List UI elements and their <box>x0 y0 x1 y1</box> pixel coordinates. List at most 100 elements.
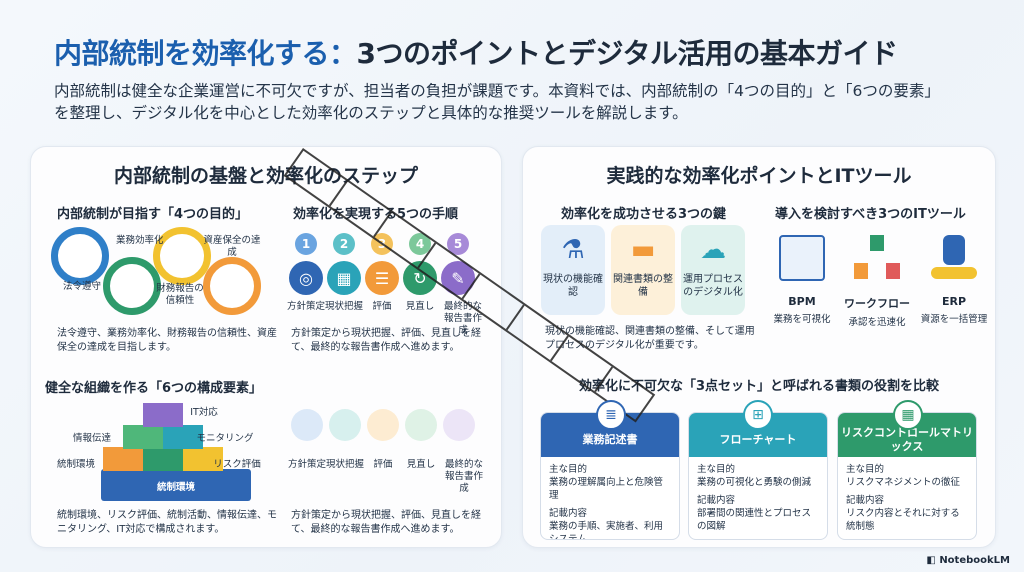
card-title: フローチャート <box>689 413 827 457</box>
card-content-label: 記載内容 <box>549 508 588 519</box>
tool-erp: ERP 資源を一括管理 <box>919 235 989 325</box>
key-label: 運用プロセスのデジタル化 <box>683 274 743 298</box>
key-card: ▬ 関連書類の整備 <box>611 225 675 315</box>
database-icon <box>931 235 977 281</box>
purpose-label: 法令遵守 <box>62 281 101 292</box>
gear-clock-icon <box>103 257 161 315</box>
tool-bpm: BPM 業務を可視化 <box>771 235 833 325</box>
card-content: 部署間の関連性とプロセスの図解 <box>697 508 812 532</box>
step-label: 方針策定 <box>287 459 326 470</box>
tool-name: ERP <box>941 295 967 308</box>
card-purpose: リスクマネジメントの徹征 <box>846 477 961 488</box>
workflow-icon <box>854 235 900 281</box>
step-label: 現状把握 <box>325 459 364 470</box>
target-icon: ◎ <box>289 261 323 295</box>
cube-yellow <box>183 447 223 471</box>
card-content: リスク内容とそれに対する統制態 <box>846 508 960 532</box>
key-card: ⚗ 現状の機能確認 <box>541 225 605 315</box>
right-panel-title: 実践的な効率化ポイントとITツール <box>606 165 912 187</box>
chart-magnifier-icon <box>153 227 211 285</box>
card-content-label: 記載内容 <box>697 495 736 506</box>
element-label: IT対応 <box>190 407 218 418</box>
steps2-desc: 方針策定から現状把握、評価、見直しを経て、最終的な報告書作成へ進めます。 <box>291 510 481 535</box>
step-label: 方針策定 <box>286 301 325 312</box>
report-icon <box>443 409 475 441</box>
left-panel-title: 内部統制の基盤と効率化のステップ <box>113 165 418 187</box>
card-content-label: 記載内容 <box>846 495 885 506</box>
folder-icon: ▬ <box>630 235 656 265</box>
card-purpose-label: 主な目的 <box>846 464 885 475</box>
map-icon: ▦ <box>327 261 361 295</box>
step-label: 最終的な報告書作成 <box>443 301 482 336</box>
step-label: 評価 <box>372 301 392 312</box>
card-purpose: 業務の可視化と勇験の側減 <box>697 477 812 488</box>
step-label: 見直し <box>406 459 436 470</box>
safe-icon <box>203 257 261 315</box>
cube-base <box>101 469 251 501</box>
keys-title: 効率化を成功させる3つの鍵 <box>561 207 727 222</box>
key-label: 関連書類の整備 <box>613 274 673 298</box>
keys-desc: 現状の機能確認、関連書類の整備、そして運用プロセスのデジタル化が重要です。 <box>545 326 755 351</box>
title-rest: 3つのポイントとデジタル活用の基本ガイド <box>356 37 898 70</box>
shield-document-icon <box>51 227 109 285</box>
card-content: 業務の手順、実施者、利用システム <box>549 521 664 540</box>
step-number: 1 <box>295 233 317 255</box>
checklist-icon: ☰ <box>365 261 399 295</box>
tools-title: 導入を検討すべき3つのITツール <box>775 207 966 222</box>
element-label: 統制環境 <box>56 459 95 470</box>
element-base-label: 統制環境 <box>156 482 195 493</box>
cube-green <box>143 447 183 471</box>
map-icon <box>329 409 361 441</box>
tool-name: BPM <box>788 295 816 308</box>
purpose-label: 財務報告の信頼性 <box>156 283 204 306</box>
brand-label: NotebookLM <box>939 555 1010 566</box>
left-panel: 内部統制の基盤と効率化のステップ 内部統制が目指す「4つの目的」 業務効率化 資… <box>30 146 502 548</box>
tool-sub: 資源を一括管理 <box>920 314 988 325</box>
compare-card: フローチャート 主な目的 業務の可視化と勇験の側減 記載内容 部署間の関連性とプ… <box>688 412 828 540</box>
tool-sub: 承認を迅速化 <box>848 317 906 328</box>
step-label: 最終的な報告書作成 <box>444 459 483 494</box>
step-label: 見直し <box>405 301 435 312</box>
notebook-icon: ◧ <box>926 555 940 566</box>
intro-text: 内部統制は健全な企業運営に不可欠ですが、担当者の負担が課題です。本資料では、内部… <box>54 82 940 122</box>
tool-sub: 業務を可視化 <box>773 314 831 325</box>
steps-desc: 方針策定から現状把握、評価、見直しを経て、最終的な報告書作成へ進めます。 <box>291 328 481 353</box>
flowchart-icon <box>779 235 825 281</box>
page-title: 内部統制を効率化する：3つのポイントとデジタル活用の基本ガイド <box>54 32 898 72</box>
footer-brand: ◧ NotebookLM <box>926 555 1010 566</box>
compare-card: 業務記述書 主な目的 業務の理解属向上と危険管理 記載内容 業務の手順、実施者、… <box>540 412 680 540</box>
flowchart-icon: ⊞ <box>743 400 773 430</box>
tool-name: ワークフロー <box>844 297 910 310</box>
step-number: 3 <box>371 233 393 255</box>
cube-teal <box>163 425 203 449</box>
element-label: モニタリング <box>196 433 254 444</box>
step-number: 2 <box>333 233 355 255</box>
step-label: 現状把握 <box>324 301 363 312</box>
card-purpose-label: 主な目的 <box>697 464 736 475</box>
tool-workflow: ワークフロー 承認を迅速化 <box>841 235 913 328</box>
cube-green-top <box>123 425 163 449</box>
cube-orange <box>103 447 143 471</box>
elements-desc: 統制環境、リスク評価、統制活動、情報伝達、モニタリング、IT対応で構成されます。 <box>57 510 277 535</box>
cloud-icon: ☁ <box>700 235 726 265</box>
elements-title: 健全な組織を作る「6つの構成要素」 <box>45 381 263 396</box>
element-label: リスク評価 <box>213 459 261 470</box>
card-purpose-label: 主な目的 <box>549 464 588 475</box>
element-label: 情報伝達 <box>72 433 111 444</box>
purpose-label: 資産保全の達成 <box>203 235 261 258</box>
target-icon <box>291 409 323 441</box>
step-number: 4 <box>409 233 431 255</box>
purposes-desc: 法令遵守、業務効率化、財務報告の信頼性、資産保全の達成を目指します。 <box>57 328 277 353</box>
key-card: ☁ 運用プロセスのデジタル化 <box>681 225 745 315</box>
purposes-title: 内部統制が目指す「4つの目的」 <box>57 207 249 222</box>
cube-purple <box>143 403 183 427</box>
microscope-icon: ⚗ <box>561 235 585 265</box>
refresh-icon <box>405 409 437 441</box>
compare-card: リスクコントロールマトリックス 主な目的 リスクマネジメントの徹征 記載内容 リ… <box>837 412 977 540</box>
step-label: 評価 <box>373 459 393 470</box>
compare-title: 効率化に不可欠な「3点セット」と呼ばれる書類の役割を比較 <box>578 379 940 394</box>
purpose-label: 業務効率化 <box>116 235 164 246</box>
card-purpose: 業務の理解属向上と危険管理 <box>549 477 664 501</box>
document-icon: ≣ <box>596 400 626 430</box>
step-number: 5 <box>447 233 469 255</box>
